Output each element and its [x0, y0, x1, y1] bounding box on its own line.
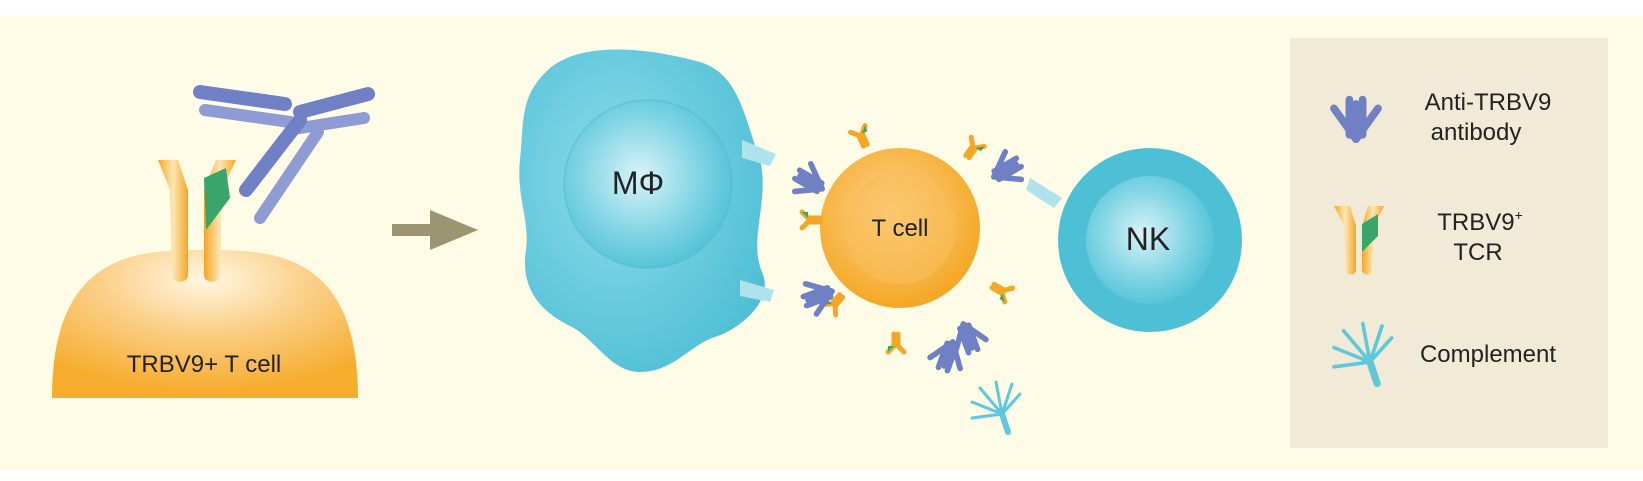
trbv9-t-cell-label: TRBV9+ T cell: [127, 351, 282, 378]
legend-antibody-line2: antibody: [1431, 119, 1522, 146]
legend-panel: [1290, 38, 1608, 448]
legend-tcr-icon: [1334, 206, 1384, 275]
macrophage-cell: [519, 49, 765, 372]
transition-arrow: [392, 210, 478, 250]
legend-tcr-line2: TCR: [1453, 239, 1502, 266]
t-cell-label: T cell: [872, 215, 929, 242]
target-t-cell: [820, 148, 980, 308]
nk-fc-receptor: [1026, 178, 1062, 208]
legend-antibody-line1: Anti-TRBV9: [1425, 89, 1552, 116]
macrophage-fc-receptors: [740, 140, 776, 302]
legend-complement-label: Complement: [1420, 341, 1556, 368]
macrophage-label: MΦ: [612, 165, 664, 201]
tcr-large-icon: [158, 160, 236, 282]
antibody-large-icon: [193, 85, 375, 224]
nk-label: NK: [1126, 221, 1170, 257]
nk-cell: [1058, 148, 1242, 332]
legend-tcr-line1: TRBV9+: [1437, 207, 1523, 236]
trbv9-t-cell-dome: [52, 250, 358, 398]
